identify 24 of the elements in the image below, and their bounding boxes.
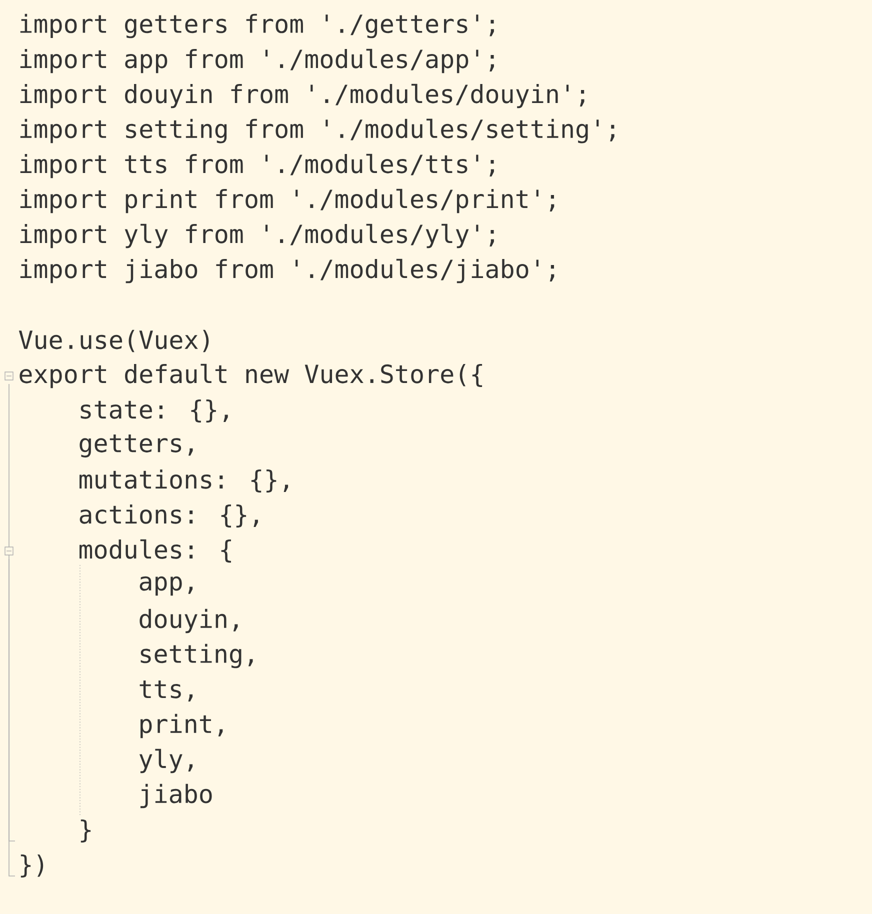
code-line: import douyin from './modules/douyin'; bbox=[20, 84, 584, 108]
code-line: import yly from './modules/yly'; bbox=[20, 224, 494, 248]
code-line: }) bbox=[20, 854, 44, 878]
code-line: state: {}, bbox=[80, 399, 228, 423]
code-line: modules: { bbox=[80, 539, 231, 563]
code-line: actions: {}, bbox=[80, 504, 258, 528]
code-line: tts, bbox=[140, 680, 193, 702]
code-line: } bbox=[80, 819, 91, 843]
code-line: Vue.use(Vuex) bbox=[18, 330, 209, 352]
code-line: import app from './modules/app'; bbox=[20, 48, 494, 74]
code-line: import setting from './modules/setting'; bbox=[20, 118, 614, 144]
code-line: import tts from './modules/tts'; bbox=[20, 154, 494, 178]
code-line: print, bbox=[140, 714, 223, 738]
code-line: export default new Vuex.Store({ bbox=[20, 364, 482, 388]
code-line: getters, bbox=[80, 434, 193, 458]
code-line: jiabo bbox=[140, 784, 212, 808]
code-line: yly, bbox=[139, 748, 193, 774]
code-line: app, bbox=[140, 576, 193, 596]
code-line: douyin, bbox=[140, 608, 238, 634]
code-line: import print from './modules/print'; bbox=[20, 188, 554, 214]
code-line: import getters from './getters'; bbox=[20, 14, 494, 38]
code-line: setting, bbox=[140, 644, 253, 668]
code-line: mutations: {}, bbox=[80, 469, 288, 493]
code-line: import jiabo from './modules/jiabo'; bbox=[20, 258, 554, 284]
